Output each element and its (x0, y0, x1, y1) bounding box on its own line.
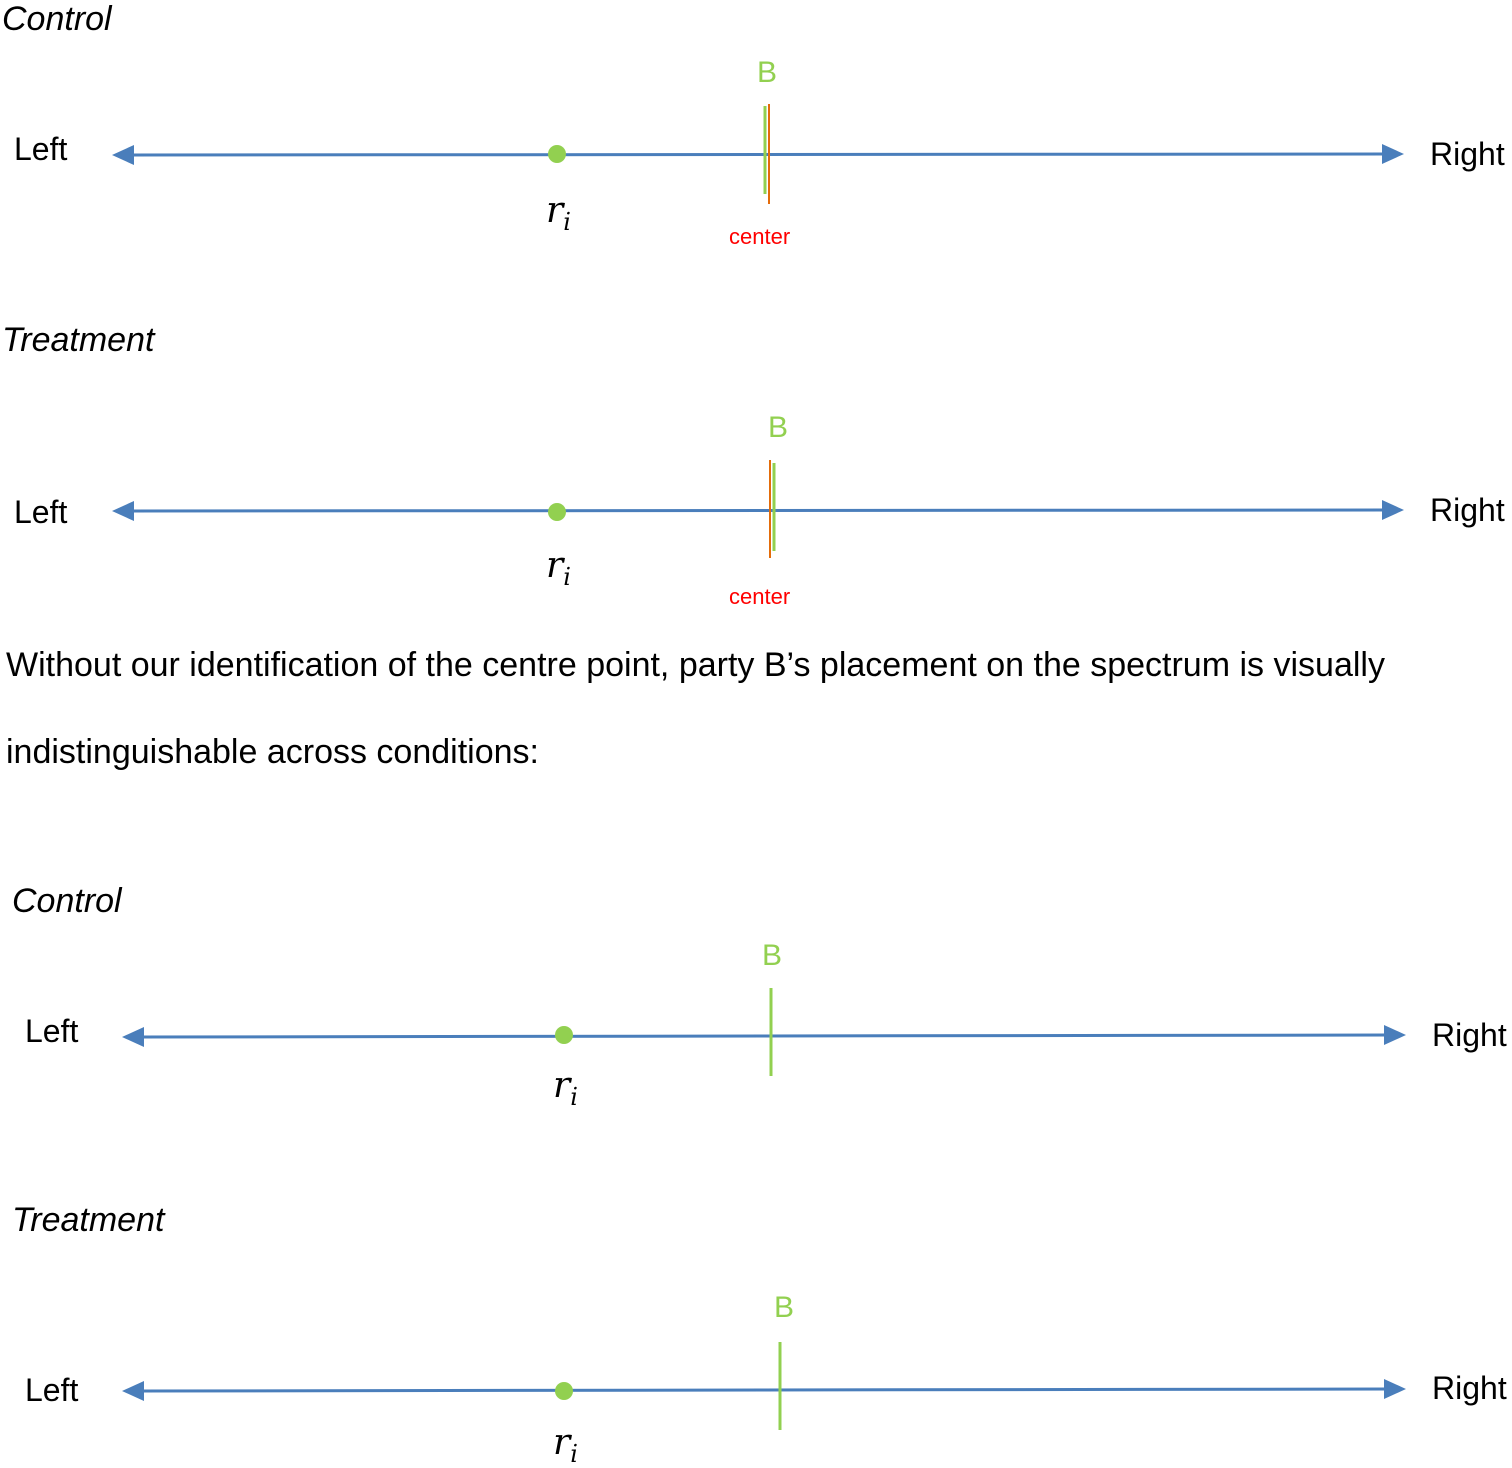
party-b-label: B (774, 1291, 795, 1324)
left-end-label: Left (14, 131, 68, 167)
respondent-dot (548, 145, 566, 163)
party-b-label: B (768, 411, 789, 444)
party-b-label: B (762, 939, 783, 972)
left-arrowhead (122, 1027, 144, 1047)
respondent-dot (555, 1026, 573, 1044)
party-b-label: B (757, 56, 778, 89)
respondent-label: ri (546, 545, 571, 591)
right-arrowhead (1384, 1025, 1406, 1045)
respondent-dot (548, 503, 566, 521)
right-end-label: Right (1430, 492, 1505, 528)
condition-title: Treatment (12, 1201, 165, 1239)
left-arrowhead (112, 501, 134, 521)
spectrum-axis (127, 152, 1389, 157)
spectrum-axis (137, 1033, 1391, 1039)
right-arrowhead (1384, 1379, 1406, 1399)
left-arrowhead (122, 1381, 144, 1401)
condition-title: Treatment (2, 321, 155, 359)
caption-line-1: Without our identification of the centre… (6, 646, 1385, 684)
condition-title: Control (2, 0, 112, 38)
respondent-dot (555, 1382, 573, 1400)
respondent-label: ri (553, 1422, 578, 1468)
left-end-label: Left (25, 1013, 79, 1049)
right-arrowhead (1382, 144, 1404, 164)
spectrum-axis (127, 508, 1389, 513)
right-end-label: Right (1432, 1370, 1507, 1406)
center-label: center (729, 224, 791, 249)
right-arrowhead (1382, 500, 1404, 520)
left-arrowhead (112, 145, 134, 165)
left-end-label: Left (25, 1372, 79, 1408)
right-end-label: Right (1432, 1017, 1507, 1053)
respondent-label: ri (553, 1065, 578, 1111)
condition-title: Control (12, 882, 122, 920)
caption-line-2: indistinguishable across conditions: (6, 733, 539, 771)
right-end-label: Right (1430, 136, 1505, 172)
left-end-label: Left (14, 494, 68, 530)
respondent-label: ri (546, 190, 571, 236)
spectrum-axis (137, 1387, 1391, 1393)
center-label: center (729, 584, 791, 609)
